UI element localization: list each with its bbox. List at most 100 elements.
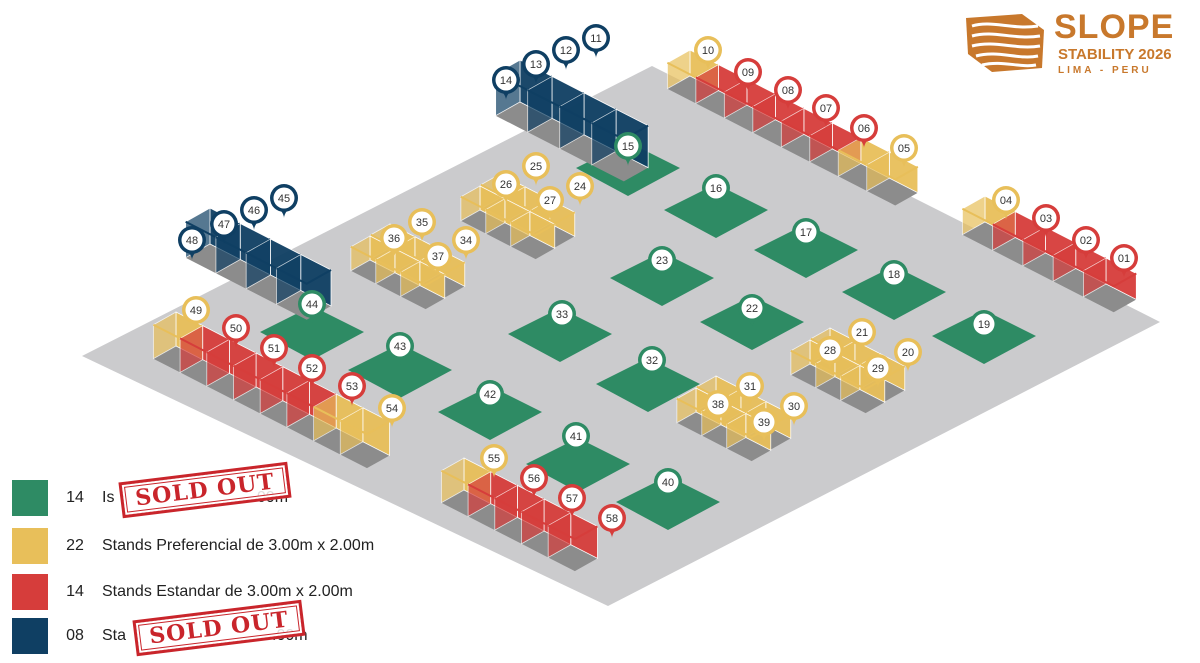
stand-pin-47[interactable]: 47: [210, 210, 238, 244]
pin-number: 52: [306, 363, 318, 375]
stand-pin-18[interactable]: 18: [880, 260, 908, 294]
pin-number: 22: [746, 303, 758, 315]
stand-pin-36[interactable]: 36: [380, 224, 408, 258]
pin-number: 38: [712, 399, 724, 411]
stand-pin-04[interactable]: 04: [992, 186, 1020, 220]
stand-pin-06[interactable]: 06: [850, 114, 878, 148]
pin-number: 41: [570, 431, 582, 443]
stand-pin-43[interactable]: 43: [386, 332, 414, 366]
stand-pin-45[interactable]: 45: [270, 184, 298, 218]
pin-face: [263, 337, 285, 359]
stand-pin-57[interactable]: 57: [558, 484, 586, 518]
island-stand[interactable]: [260, 306, 364, 360]
pin-number: 17: [800, 227, 812, 239]
stand-pin-11[interactable]: 11: [582, 24, 610, 58]
stand-pin-23[interactable]: 23: [648, 246, 676, 280]
pin-number: 54: [386, 403, 398, 415]
pin-number: 47: [218, 219, 230, 231]
stand-pin-50[interactable]: 50: [222, 314, 250, 348]
stand-pin-53[interactable]: 53: [338, 372, 366, 406]
stand-pin-22[interactable]: 22: [738, 294, 766, 328]
pin-number: 12: [560, 45, 572, 57]
stand-pin-55[interactable]: 55: [480, 444, 508, 478]
stand-pin-21[interactable]: 21: [848, 318, 876, 352]
stand-pin-56[interactable]: 56: [520, 464, 548, 498]
stand-pin-24[interactable]: 24: [566, 172, 594, 206]
pin-face: [273, 187, 295, 209]
island-stand[interactable]: [508, 308, 612, 362]
stand-pin-58[interactable]: 58: [598, 504, 626, 538]
event-logo: SLOPE STABILITY 2026 LIMA - PERU: [962, 8, 1192, 78]
stand-frame: [547, 524, 598, 541]
stand-pin-03[interactable]: 03: [1032, 204, 1060, 238]
stand-pin-07[interactable]: 07: [812, 94, 840, 128]
stand-pin-26[interactable]: 26: [492, 170, 520, 204]
island-stand[interactable]: [664, 184, 768, 238]
stand-pin-27[interactable]: 27: [536, 186, 564, 220]
stand-pin-33[interactable]: 33: [548, 300, 576, 334]
stand-pin-39[interactable]: 39: [750, 408, 778, 442]
pin-face: [617, 135, 639, 157]
pin-face: [697, 39, 719, 61]
pin-number: 27: [544, 195, 556, 207]
stand-frame: [1082, 269, 1137, 288]
stand-pin-28[interactable]: 28: [816, 336, 844, 370]
stand-pin-46[interactable]: 46: [240, 196, 268, 230]
pin-face: [213, 213, 235, 235]
pin-number: 26: [500, 179, 512, 191]
pin-number: 04: [1000, 195, 1012, 207]
stand-pin-16[interactable]: 16: [702, 174, 730, 208]
pin-face: [995, 189, 1017, 211]
stand-pin-25[interactable]: 25: [522, 152, 550, 186]
pin-number: 36: [388, 233, 400, 245]
stand-pin-34[interactable]: 34: [452, 226, 480, 260]
stand-pin-13[interactable]: 13: [522, 50, 550, 84]
stand-pin-37[interactable]: 37: [424, 242, 452, 276]
stand-pin-05[interactable]: 05: [890, 134, 918, 168]
pin-number: 39: [758, 417, 770, 429]
stand-pin-12[interactable]: 12: [552, 36, 580, 70]
pin-face: [383, 227, 405, 249]
legend-count: 14: [66, 489, 84, 506]
stand-pin-49[interactable]: 49: [182, 296, 210, 330]
stand-pin-38[interactable]: 38: [704, 390, 732, 424]
stand-frame: [530, 209, 576, 225]
stand-pin-20[interactable]: 20: [894, 338, 922, 372]
pin-face: [883, 263, 905, 285]
stand-pin-35[interactable]: 35: [408, 208, 436, 242]
pin-number: 46: [248, 205, 260, 217]
stand-pin-44[interactable]: 44: [298, 290, 326, 324]
stand-pin-10[interactable]: 10: [694, 36, 722, 70]
stand-pin-01[interactable]: 01: [1110, 244, 1138, 278]
island-stand[interactable]: [348, 344, 452, 398]
island-stand[interactable]: [616, 476, 720, 530]
stand-pin-48[interactable]: 48: [178, 226, 206, 260]
stand-pin-15[interactable]: 15: [614, 132, 642, 166]
stand-pin-54[interactable]: 54: [378, 394, 406, 428]
stand-pin-08[interactable]: 08: [774, 76, 802, 110]
island-stand[interactable]: [526, 438, 630, 492]
stand-pin-17[interactable]: 17: [792, 218, 820, 252]
stand-frame: [400, 271, 446, 287]
legend-swatch-blue: [12, 618, 48, 654]
stand-pin-09[interactable]: 09: [734, 58, 762, 92]
stand-pin-14[interactable]: 14: [492, 66, 520, 100]
pin-number: 40: [662, 477, 674, 489]
stand-pin-32[interactable]: 32: [638, 346, 666, 380]
stand-pin-29[interactable]: 29: [864, 354, 892, 388]
stand-pin-31[interactable]: 31: [736, 372, 764, 406]
pin-face: [525, 155, 547, 177]
island-stand[interactable]: [596, 358, 700, 412]
pin-face: [641, 349, 663, 371]
pin-number: 31: [744, 381, 756, 393]
stand-pin-19[interactable]: 19: [970, 310, 998, 344]
stand-pin-40[interactable]: 40: [654, 468, 682, 502]
stand-pin-41[interactable]: 41: [562, 422, 590, 456]
pin-number: 35: [416, 217, 428, 229]
pin-face: [585, 27, 607, 49]
stand-pin-42[interactable]: 42: [476, 380, 504, 414]
stand-pin-52[interactable]: 52: [298, 354, 326, 388]
stand-pin-30[interactable]: 30: [780, 392, 808, 426]
stand-pin-51[interactable]: 51: [260, 334, 288, 368]
stand-pin-02[interactable]: 02: [1072, 226, 1100, 260]
